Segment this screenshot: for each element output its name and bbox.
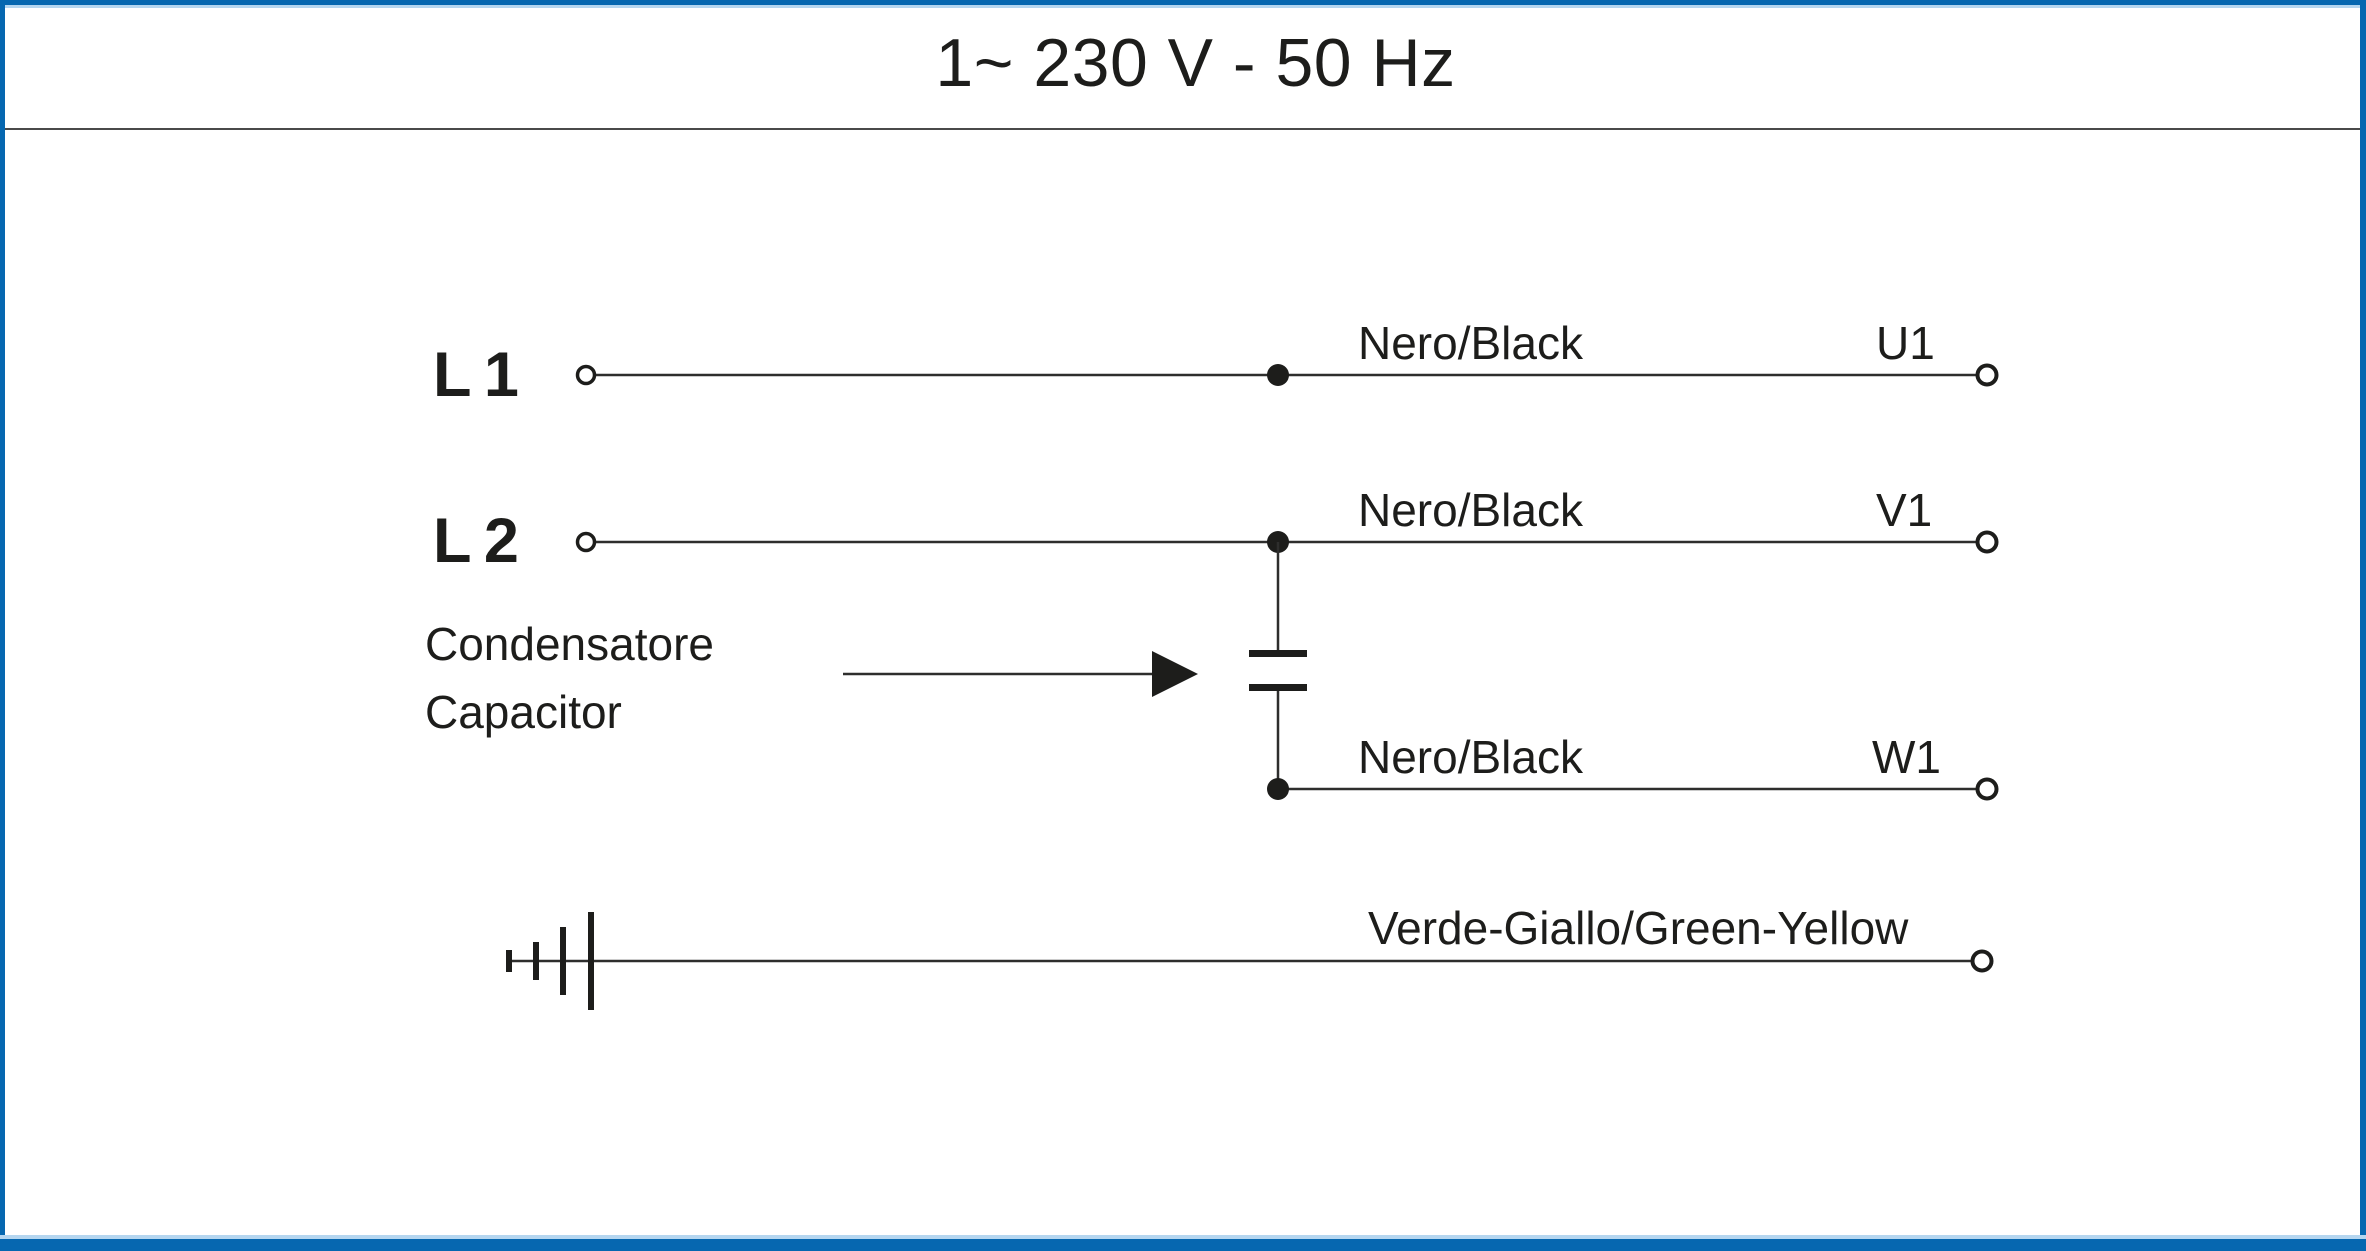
- terminal-label-v1: V1: [1876, 484, 1933, 536]
- capacitor-arrow-head: [1152, 651, 1198, 697]
- top-border: [0, 0, 2366, 5]
- terminal-label-w1: W1: [1872, 731, 1941, 783]
- l2-input-terminal: [575, 531, 597, 553]
- w1-color-label: Nero/Black: [1358, 731, 1583, 783]
- earth-color-label: Verde-Giallo/Green-Yellow: [1368, 902, 1909, 954]
- capacitor-plate-top: [1249, 650, 1307, 657]
- header-divider: [5, 128, 2360, 130]
- right-border: [2360, 0, 2366, 1251]
- earth-symbol: [506, 912, 594, 1010]
- capacitor-name-english: Capacitor: [425, 686, 622, 738]
- v1-terminal: [1975, 530, 1999, 554]
- terminal-label-u1: U1: [1876, 317, 1935, 369]
- w1-junction-dot: [1267, 778, 1289, 800]
- l1-junction-dot: [1267, 364, 1289, 386]
- diagram-title: 1~ 230 V - 50 Hz: [935, 25, 1456, 101]
- capacitor-annotation: Condensatore Capacitor: [425, 610, 714, 746]
- l1-input-terminal: [575, 364, 597, 386]
- supply-label-l1: L 1: [433, 340, 519, 410]
- u1-color-label: Nero/Black: [1358, 317, 1583, 369]
- bottom-border: [0, 1239, 2366, 1251]
- bottom-border-accent: [0, 1235, 2366, 1239]
- capacitor-plate-bottom: [1249, 684, 1307, 691]
- v1-color-label: Nero/Black: [1358, 484, 1583, 536]
- top-border-accent: [0, 5, 2366, 8]
- capacitor-name-italian: Condensatore: [425, 618, 714, 670]
- supply-label-l2: L 2: [433, 506, 519, 576]
- u1-terminal: [1975, 363, 1999, 387]
- left-border: [0, 0, 5, 1251]
- earth-terminal: [1970, 949, 1994, 973]
- w1-terminal: [1975, 777, 1999, 801]
